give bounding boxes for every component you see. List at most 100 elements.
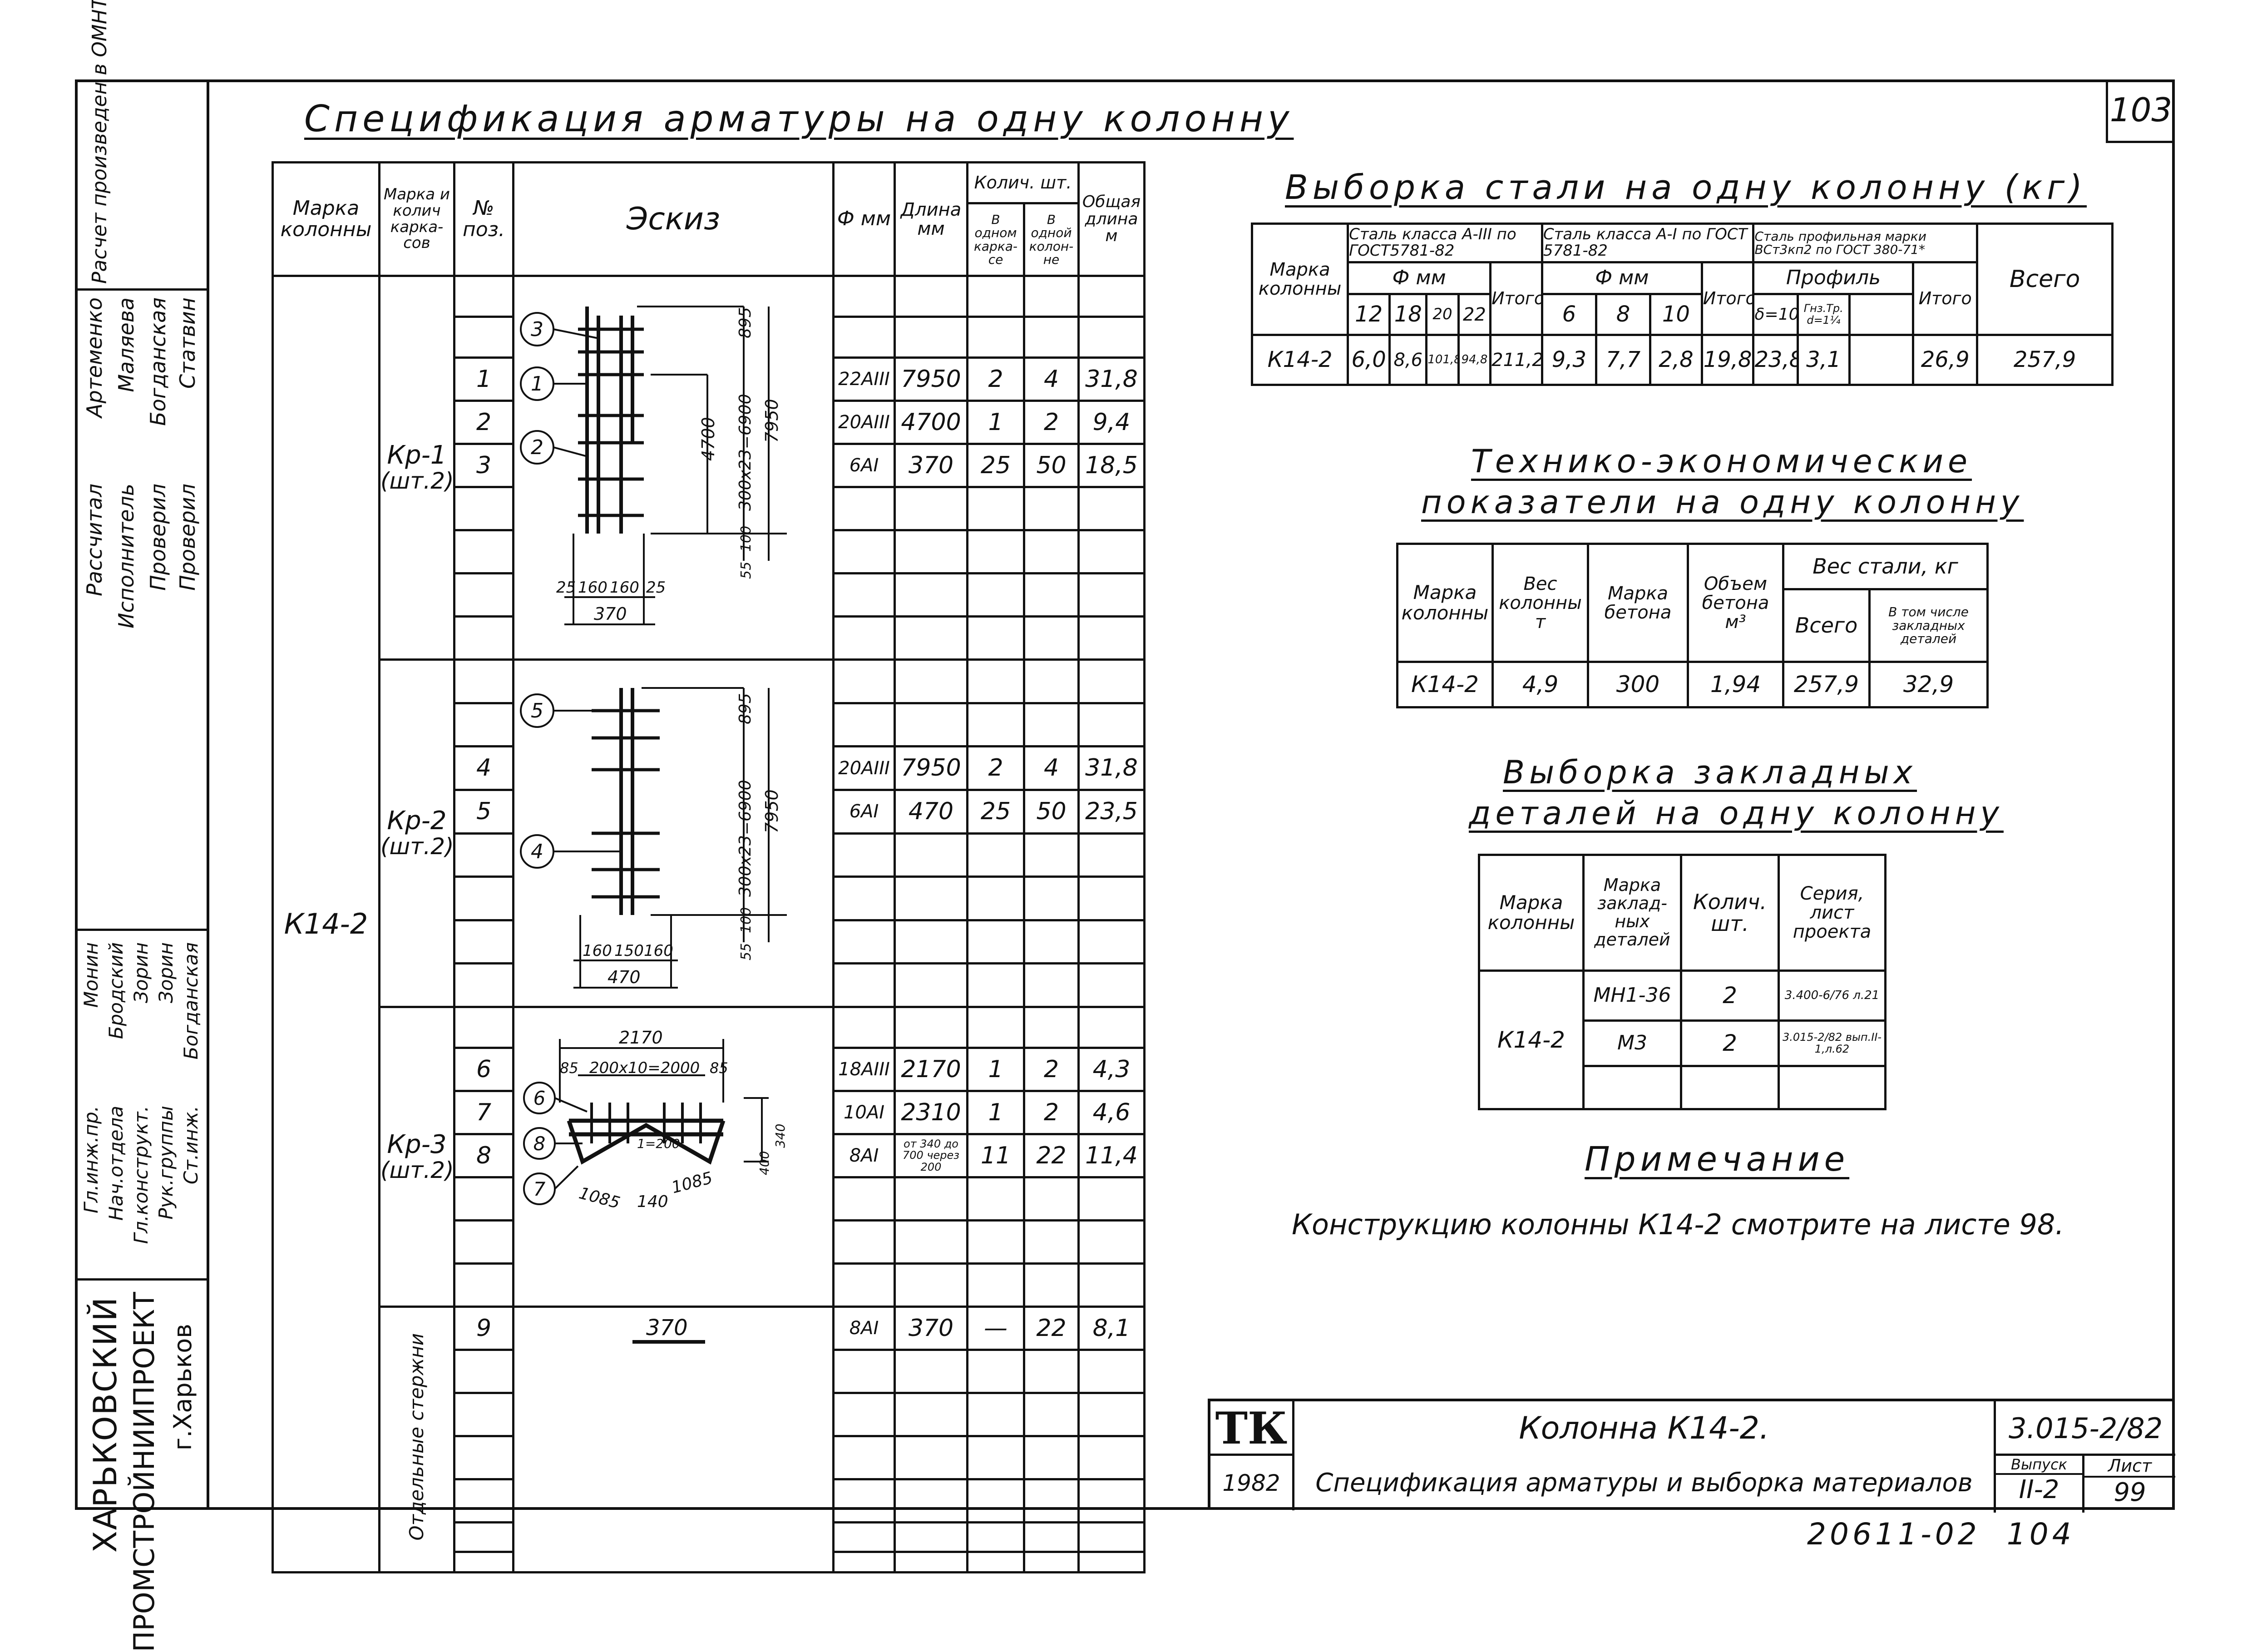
tb-sheet: Лист 99 bbox=[2084, 1456, 2175, 1513]
qty-one: 25 bbox=[966, 443, 1025, 488]
dp: δ=10 bbox=[1752, 293, 1799, 336]
note-title: Примечание bbox=[1585, 1140, 1850, 1179]
sketch-kr2: 5 4 895 300x23=6900 7950 100 55 160 150 … bbox=[512, 658, 835, 1008]
stamp-line bbox=[78, 1278, 207, 1281]
len: 4700 bbox=[894, 400, 968, 445]
steel-table: Марка колонны Сталь класса А-III по ГОСТ… bbox=[1250, 223, 2114, 386]
frame-count: (шт.2) bbox=[380, 1157, 454, 1183]
h-qty: Колич. шт. bbox=[1680, 854, 1780, 972]
spec-table: Марка колонны Марка и колич карка-сов № … bbox=[272, 161, 1146, 1573]
dim-4700: 4700 bbox=[698, 417, 718, 461]
dim-370: 370 bbox=[594, 604, 627, 624]
tech-table: Марка колонны Вес колонны т Марка бетона… bbox=[1396, 543, 1989, 708]
frame-kr1: Кр-1(шт.2) bbox=[378, 275, 455, 661]
pos: 9 bbox=[453, 1306, 514, 1351]
dia: 8АI bbox=[832, 1306, 896, 1351]
qty-col: 4 bbox=[1023, 356, 1080, 402]
pos: 7 bbox=[453, 1090, 514, 1135]
steel-title: Выборка стали на одну колонну (кг) bbox=[1285, 168, 2087, 207]
frame-kr2: Кр-2(шт.2) bbox=[378, 658, 455, 1008]
h-mark: Марка колонны bbox=[272, 161, 380, 277]
pos-empty bbox=[453, 275, 514, 318]
tb-issue: Выпуск II-2 bbox=[1994, 1456, 2084, 1513]
frame-count: (шт.2) bbox=[380, 468, 454, 495]
h-steel: Вес стали, кг bbox=[1782, 543, 1989, 590]
circle-7: 7 bbox=[533, 1178, 546, 1200]
dim-2170: 2170 bbox=[619, 1030, 663, 1048]
dia: 18АIII bbox=[832, 1047, 896, 1092]
circle-8: 8 bbox=[533, 1133, 546, 1155]
d3: 22 bbox=[1457, 293, 1492, 336]
h-dia3: Ф мм bbox=[1347, 261, 1492, 295]
vp: 23,8 bbox=[1752, 334, 1799, 386]
dim-100: 100 bbox=[738, 526, 754, 552]
det: М3 bbox=[1582, 1019, 1682, 1067]
qty-col: 22 bbox=[1023, 1133, 1080, 1178]
kr1-sketch: 3 1 2 4700 300x23=6900 895 7950 100 55 2… bbox=[520, 306, 787, 625]
h-qty-col: В одной колон-не bbox=[1023, 202, 1080, 277]
dp: Гнз.Тр. d=1¼ bbox=[1796, 293, 1851, 336]
h-mark: Марка колонны bbox=[1396, 543, 1494, 663]
dia: 20АIII bbox=[832, 745, 896, 791]
embed-table: Марка колонны Марка заклад-ных деталей К… bbox=[1478, 854, 1887, 1110]
dim-160b: 160 bbox=[610, 579, 639, 597]
h-concrete: Марка бетона bbox=[1587, 543, 1689, 663]
dim-55: 55 bbox=[738, 562, 754, 579]
stamp-divider bbox=[207, 79, 209, 1510]
qty-one: 2 bbox=[966, 745, 1025, 791]
org-line3: г.Харьков bbox=[168, 1324, 197, 1451]
stamp-role: Проверил bbox=[146, 484, 170, 591]
h-total: Всего bbox=[1976, 223, 2114, 336]
org-line1: ХАРЬКОВСКИЙ bbox=[87, 1296, 124, 1553]
h-prof: Сталь профильная марки ВСт3кп2 по ГОСТ 3… bbox=[1752, 223, 1979, 263]
concrete: 300 bbox=[1587, 661, 1689, 708]
dim-55: 55 bbox=[738, 943, 754, 960]
qty-col: 4 bbox=[1023, 745, 1080, 791]
steel-embed: 32,9 bbox=[1868, 661, 1989, 708]
qty-col: 50 bbox=[1023, 443, 1080, 488]
stamp-name: Маляева bbox=[114, 297, 138, 392]
d3: 12 bbox=[1347, 293, 1391, 336]
sep-bar-sketch: 370 bbox=[632, 1315, 705, 1344]
stamp-role: Гл.инж.пр. bbox=[80, 1106, 102, 1214]
qty-one: 25 bbox=[966, 788, 1025, 835]
h-qty: Колич. шт. bbox=[966, 161, 1080, 204]
dim-150: 150 bbox=[614, 942, 644, 960]
d3: 18 bbox=[1388, 293, 1428, 336]
circle-6: 6 bbox=[533, 1087, 546, 1109]
total-len: 31,8 bbox=[1077, 745, 1146, 791]
embed-title-1: Выборка закладных bbox=[1503, 754, 1917, 791]
h-dia: Ф мм bbox=[832, 161, 896, 277]
stamp-name: Бродский bbox=[105, 942, 127, 1039]
total-len: 11,4 bbox=[1077, 1133, 1146, 1178]
frame-count: (шт.2) bbox=[380, 833, 454, 860]
dim-85b: 85 bbox=[710, 1059, 728, 1077]
v3: 101,8 bbox=[1425, 334, 1460, 386]
stamp-role: Ст.инж. bbox=[180, 1106, 202, 1185]
dim-85a: 85 bbox=[560, 1059, 578, 1077]
h-embed: В том числе закладных деталей bbox=[1868, 588, 1989, 663]
qty-one: 1 bbox=[966, 1090, 1025, 1135]
dim-6900: 300x23=6900 bbox=[736, 394, 755, 511]
tb-sheet-label: Лист bbox=[2084, 1456, 2175, 1478]
stamp-name: Богданская bbox=[180, 942, 202, 1060]
dim-7950: 7950 bbox=[762, 399, 782, 443]
stamp-line bbox=[78, 929, 207, 931]
qty: 2 bbox=[1680, 1019, 1780, 1067]
bottom-numbers: 20611-02 104 bbox=[1807, 1517, 2075, 1552]
qty-one: 2 bbox=[966, 356, 1025, 402]
pos: 1 bbox=[453, 356, 514, 402]
v1: 7,7 bbox=[1595, 334, 1652, 386]
pos: 8 bbox=[453, 1133, 514, 1178]
dim-140: 140 bbox=[637, 1192, 668, 1211]
pos: 4 bbox=[453, 745, 514, 791]
dia: 6АI bbox=[832, 788, 896, 835]
pos: 3 bbox=[453, 443, 514, 488]
h-len: Длина мм bbox=[894, 161, 968, 277]
series: 3.400-6/76 л.21 bbox=[1778, 969, 1887, 1022]
top-rows: Рассчитал Артеменко Исполнитель Маляева … bbox=[78, 293, 207, 929]
pos: 6 bbox=[453, 1047, 514, 1092]
dim-7950: 7950 bbox=[762, 789, 782, 833]
dia: 6АI bbox=[832, 443, 896, 488]
v3: 8,6 bbox=[1388, 334, 1428, 386]
